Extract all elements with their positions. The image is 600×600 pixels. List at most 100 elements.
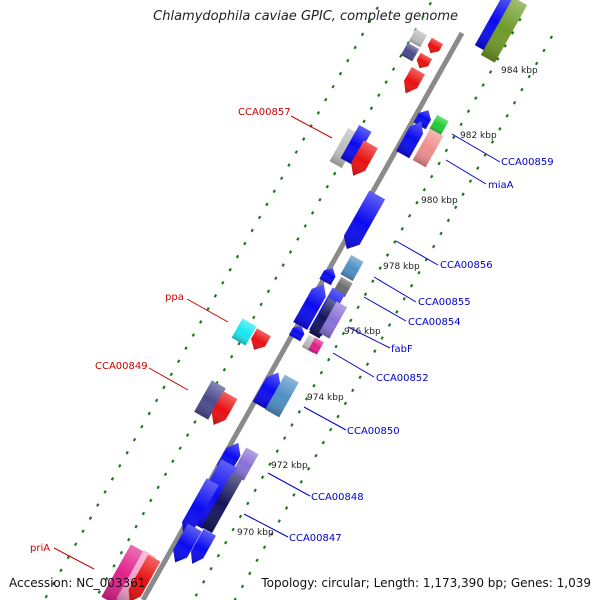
tick-mark bbox=[255, 558, 259, 563]
gene-red-c-shading bbox=[403, 66, 425, 94]
leader-CCA00857 bbox=[290, 115, 333, 139]
gene-label-miaA[interactable]: miaA bbox=[488, 180, 514, 191]
tick-mark bbox=[125, 450, 129, 455]
gene-blue-976a-shading bbox=[293, 284, 326, 330]
tick-mark bbox=[312, 383, 316, 388]
tick-mark bbox=[284, 506, 289, 510]
leader-CCA00849 bbox=[148, 367, 189, 391]
tick-mark bbox=[209, 566, 213, 571]
tick-mark bbox=[260, 475, 265, 480]
tick-mark bbox=[228, 267, 232, 272]
tick-mark bbox=[44, 594, 48, 599]
gene-slate-a[interactable] bbox=[400, 42, 420, 62]
gene-red-ppa[interactable] bbox=[247, 328, 271, 353]
gene-label-CCA00856[interactable]: CCA00856 bbox=[440, 260, 493, 271]
tick-mark bbox=[461, 192, 465, 197]
tick-mark bbox=[387, 323, 392, 327]
gene-blue-CCA00856[interactable] bbox=[339, 190, 386, 254]
leader-priA bbox=[53, 547, 95, 570]
tick-mark bbox=[274, 276, 278, 281]
gene-olive-984[interactable] bbox=[480, 0, 528, 63]
gene-steel-CCA00850[interactable] bbox=[265, 374, 299, 418]
gene-red-a[interactable] bbox=[425, 37, 444, 57]
gene-label-CCA00848[interactable]: CCA00848 bbox=[311, 492, 364, 503]
tick-mark bbox=[316, 110, 321, 115]
tick-mark bbox=[428, 1, 432, 6]
gene-blue-CCA00847a[interactable] bbox=[168, 523, 202, 567]
tick-mark bbox=[272, 189, 276, 194]
gene-label-CCA00859[interactable]: CCA00859 bbox=[501, 157, 554, 168]
tick-mark bbox=[299, 480, 303, 484]
gene-green-CCA00859-shading bbox=[429, 114, 449, 136]
tick-mark bbox=[281, 263, 285, 267]
gene-red-c[interactable] bbox=[399, 66, 425, 97]
gene-slate-CCA00849[interactable] bbox=[194, 380, 226, 420]
gene-salmon-miaA[interactable] bbox=[412, 128, 444, 168]
gene-red-b[interactable] bbox=[414, 52, 433, 72]
tick-mark bbox=[240, 584, 245, 589]
gene-cyan-ppa[interactable] bbox=[231, 318, 257, 346]
gene-label-CCA00852[interactable]: CCA00852 bbox=[376, 373, 429, 384]
gene-blue-CCA00847b[interactable] bbox=[186, 528, 216, 567]
gene-label-CCA00854[interactable]: CCA00854 bbox=[408, 317, 461, 328]
tick-mark bbox=[119, 550, 124, 555]
tick-mark bbox=[490, 140, 495, 144]
gene-blue-CCA00857[interactable] bbox=[340, 125, 372, 165]
gene-label-CCA00857[interactable]: CCA00857 bbox=[238, 107, 291, 118]
tick-mark bbox=[246, 501, 250, 506]
tick-mark bbox=[140, 424, 144, 429]
tick-mark bbox=[147, 411, 151, 416]
gene-red-CCA00857-shading bbox=[351, 140, 378, 176]
scale-label-972: 972 kbp bbox=[271, 461, 308, 471]
gene-red-priA[interactable] bbox=[124, 554, 161, 600]
tick-mark bbox=[431, 244, 436, 249]
gene-magenta-fabF-shading bbox=[308, 337, 324, 355]
gene-steel-CCA00855[interactable] bbox=[340, 254, 364, 282]
gene-blue-978a[interactable] bbox=[319, 265, 338, 286]
gene-blue-CCA00850a[interactable] bbox=[252, 369, 286, 410]
gene-magenta-fabF[interactable] bbox=[308, 337, 324, 355]
gene-purple-CCA00848[interactable] bbox=[231, 447, 259, 481]
tick-mark bbox=[266, 289, 271, 294]
gene-blue-982b[interactable] bbox=[396, 118, 428, 159]
tick-mark bbox=[384, 80, 388, 84]
tick-mark bbox=[110, 477, 115, 481]
gene-label-CCA00847[interactable]: CCA00847 bbox=[289, 533, 342, 544]
tick-mark bbox=[252, 315, 256, 320]
tick-mark bbox=[360, 32, 365, 37]
tick-mark bbox=[415, 200, 419, 205]
gene-red-CCA00849[interactable] bbox=[207, 391, 238, 428]
tick-mark bbox=[292, 493, 296, 497]
gene-green-CCA00859[interactable] bbox=[429, 114, 449, 136]
gene-blue-CCA00850a-shading bbox=[252, 372, 281, 410]
gene-label-ppa[interactable]: ppa bbox=[165, 292, 184, 303]
gene-blue-976c[interactable] bbox=[288, 323, 307, 342]
gene-steel-CCA00850-shading bbox=[265, 374, 299, 418]
gene-red-priA-shading bbox=[128, 554, 161, 600]
gene-label-CCA00850[interactable]: CCA00850 bbox=[347, 426, 400, 437]
tick-mark bbox=[231, 527, 235, 532]
gene-blue-970a[interactable] bbox=[177, 478, 219, 537]
gene-label-CCA00849[interactable]: CCA00849 bbox=[95, 361, 148, 372]
gene-blue-976a[interactable] bbox=[293, 280, 330, 330]
gene-navy-976[interactable] bbox=[308, 297, 340, 339]
gene-olive-984-shading bbox=[480, 0, 528, 63]
tick-mark bbox=[202, 580, 206, 584]
gene-blue-CCA00856-shading bbox=[343, 190, 386, 250]
gene-label-priA[interactable]: priA bbox=[30, 543, 50, 554]
gene-red-b-shading bbox=[416, 52, 433, 69]
gene-gray-a[interactable] bbox=[408, 28, 428, 48]
gene-purple-976[interactable] bbox=[318, 301, 348, 339]
gene-red-CCA00857[interactable] bbox=[346, 140, 378, 179]
tick-mark bbox=[310, 211, 315, 215]
gene-magenta-priA[interactable] bbox=[101, 544, 147, 600]
gene-label-CCA00855[interactable]: CCA00855 bbox=[418, 297, 471, 308]
gene-blue-970a-shading bbox=[182, 478, 219, 535]
gene-label-fabF[interactable]: fabF bbox=[391, 344, 413, 355]
tick-mark bbox=[334, 344, 338, 349]
tick-mark bbox=[341, 331, 346, 336]
leader-ppa bbox=[186, 298, 229, 323]
tick-mark bbox=[319, 370, 324, 375]
gene-navy-CCA00848[interactable] bbox=[201, 473, 243, 533]
